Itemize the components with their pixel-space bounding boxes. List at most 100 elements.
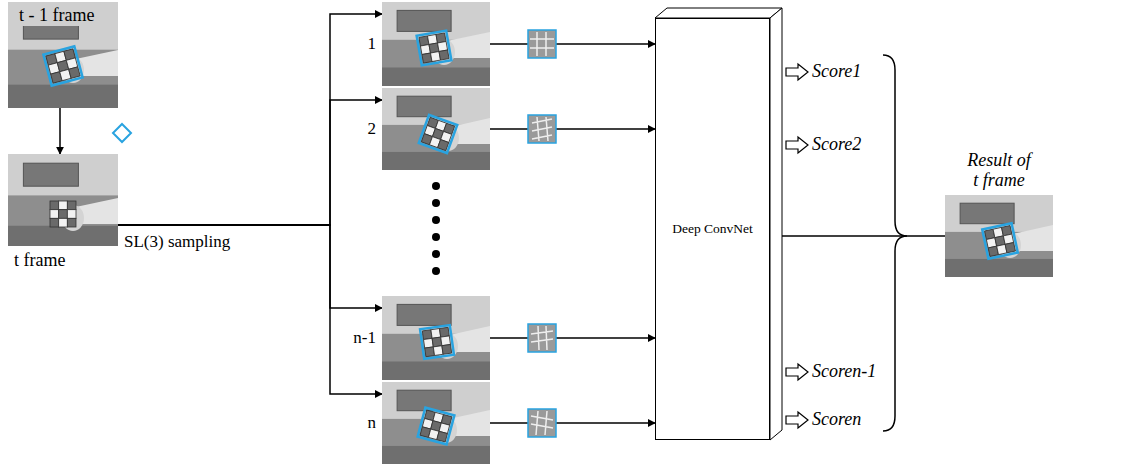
photo-floor <box>382 152 490 170</box>
photo-wall <box>8 2 118 50</box>
score-arrow <box>786 412 808 428</box>
cube-cell <box>67 218 76 227</box>
cube-cell <box>1005 243 1015 253</box>
patch-grid <box>531 326 553 350</box>
ellipsis-dot <box>432 233 440 241</box>
image-patch <box>528 409 556 437</box>
tracking-box <box>420 325 454 359</box>
candidate-frame: n-1 <box>382 296 490 380</box>
tracking-box <box>43 46 82 85</box>
flow-arrow <box>490 337 655 339</box>
candidate-frame: 1 <box>382 2 490 86</box>
candidate-frame: 2 <box>382 88 490 170</box>
ellipsis-dot <box>432 216 440 224</box>
convnet-side-face <box>770 8 782 440</box>
patch-grid <box>532 117 552 141</box>
photo-wall <box>8 154 118 195</box>
patch-ground <box>528 409 556 437</box>
rubik-cube <box>50 201 76 227</box>
rubik-cube <box>419 115 457 153</box>
cube-cell <box>442 344 452 354</box>
cube-cell <box>432 337 442 347</box>
tracking-diamond <box>113 124 131 142</box>
photo-ground <box>382 296 490 380</box>
image-patch <box>528 324 556 352</box>
cube-cell <box>438 140 449 151</box>
cube-cell <box>50 218 59 227</box>
cube-cell <box>59 218 68 227</box>
photo-floor <box>382 446 490 464</box>
cube-cell <box>50 201 59 210</box>
tracking-box <box>417 31 452 66</box>
rubik-cube <box>982 223 1018 259</box>
score-label: Score1 <box>812 61 861 82</box>
flow-arrow <box>490 422 655 424</box>
ellipsis-dot <box>432 267 440 275</box>
convnet-top-face <box>655 8 782 18</box>
photo-floor <box>382 362 490 380</box>
candidate-frame: n <box>382 382 490 464</box>
photo-cabinet <box>397 304 451 325</box>
photo-floor <box>382 68 490 86</box>
photo-floor <box>8 85 118 108</box>
flow-arrow <box>118 225 382 308</box>
rubik-cube <box>417 31 452 66</box>
score-arrow <box>786 364 808 380</box>
tracking-box <box>418 408 455 445</box>
photo-ground <box>8 2 118 108</box>
candidate-number: 2 <box>368 119 377 139</box>
score-arrow <box>786 64 808 80</box>
candidate-number: 1 <box>368 34 377 54</box>
flow-arrow <box>118 225 382 394</box>
convnet-label: Deep ConvNet <box>656 221 769 237</box>
photo-floor <box>8 226 118 246</box>
cube-cell <box>437 431 448 442</box>
photo-thumbnail <box>382 382 490 464</box>
cube-cell <box>433 346 443 356</box>
cube-cell <box>59 210 68 219</box>
image-patch <box>528 115 556 143</box>
patch-ground <box>528 30 556 58</box>
flow-arrow <box>490 128 655 130</box>
ellipsis-dot <box>432 250 440 258</box>
photo-thumbnail <box>382 88 490 170</box>
cube-cell <box>431 329 441 339</box>
cube-cell <box>439 327 449 337</box>
photo-ground <box>382 2 490 86</box>
tracking-box <box>419 115 457 153</box>
video-frame: t frame <box>8 154 118 246</box>
rubik-cube <box>420 325 454 359</box>
sampling-label: SL(3) sampling <box>124 232 230 252</box>
ellipsis-dot <box>432 199 440 207</box>
cube-cell <box>425 347 435 357</box>
photo-floor <box>945 259 1053 277</box>
convnet-box: Deep ConvNet <box>655 18 770 440</box>
photo-ground <box>382 88 490 170</box>
score-label: Scoren-1 <box>812 361 876 382</box>
patch-grid <box>530 32 554 56</box>
photo-cabinet <box>397 96 451 117</box>
frame-label: t - 1 frame <box>16 5 97 26</box>
patch-ground <box>528 324 556 352</box>
flow-arrow <box>770 235 945 237</box>
ellipsis-dots <box>432 182 440 275</box>
patch-grid <box>531 411 553 435</box>
cube-cell <box>441 336 451 346</box>
score-label: Scoren <box>812 409 861 430</box>
rubik-cube <box>43 46 82 85</box>
photo-ground <box>8 154 118 246</box>
patch-ground <box>528 115 556 143</box>
photo-cabinet <box>397 10 451 31</box>
cube-cell <box>69 67 80 78</box>
score-bracket <box>883 55 907 431</box>
flow-arrow <box>490 43 655 45</box>
photo-thumbnail <box>945 195 1053 277</box>
result-frame: Result of t frame <box>945 195 1053 277</box>
photo-thumbnail <box>382 296 490 380</box>
flow-arrow <box>118 100 382 225</box>
rubik-cube <box>418 408 455 445</box>
photo-cabinet <box>23 163 78 186</box>
flow-arrow <box>59 108 61 154</box>
tracking-box <box>982 223 1018 259</box>
